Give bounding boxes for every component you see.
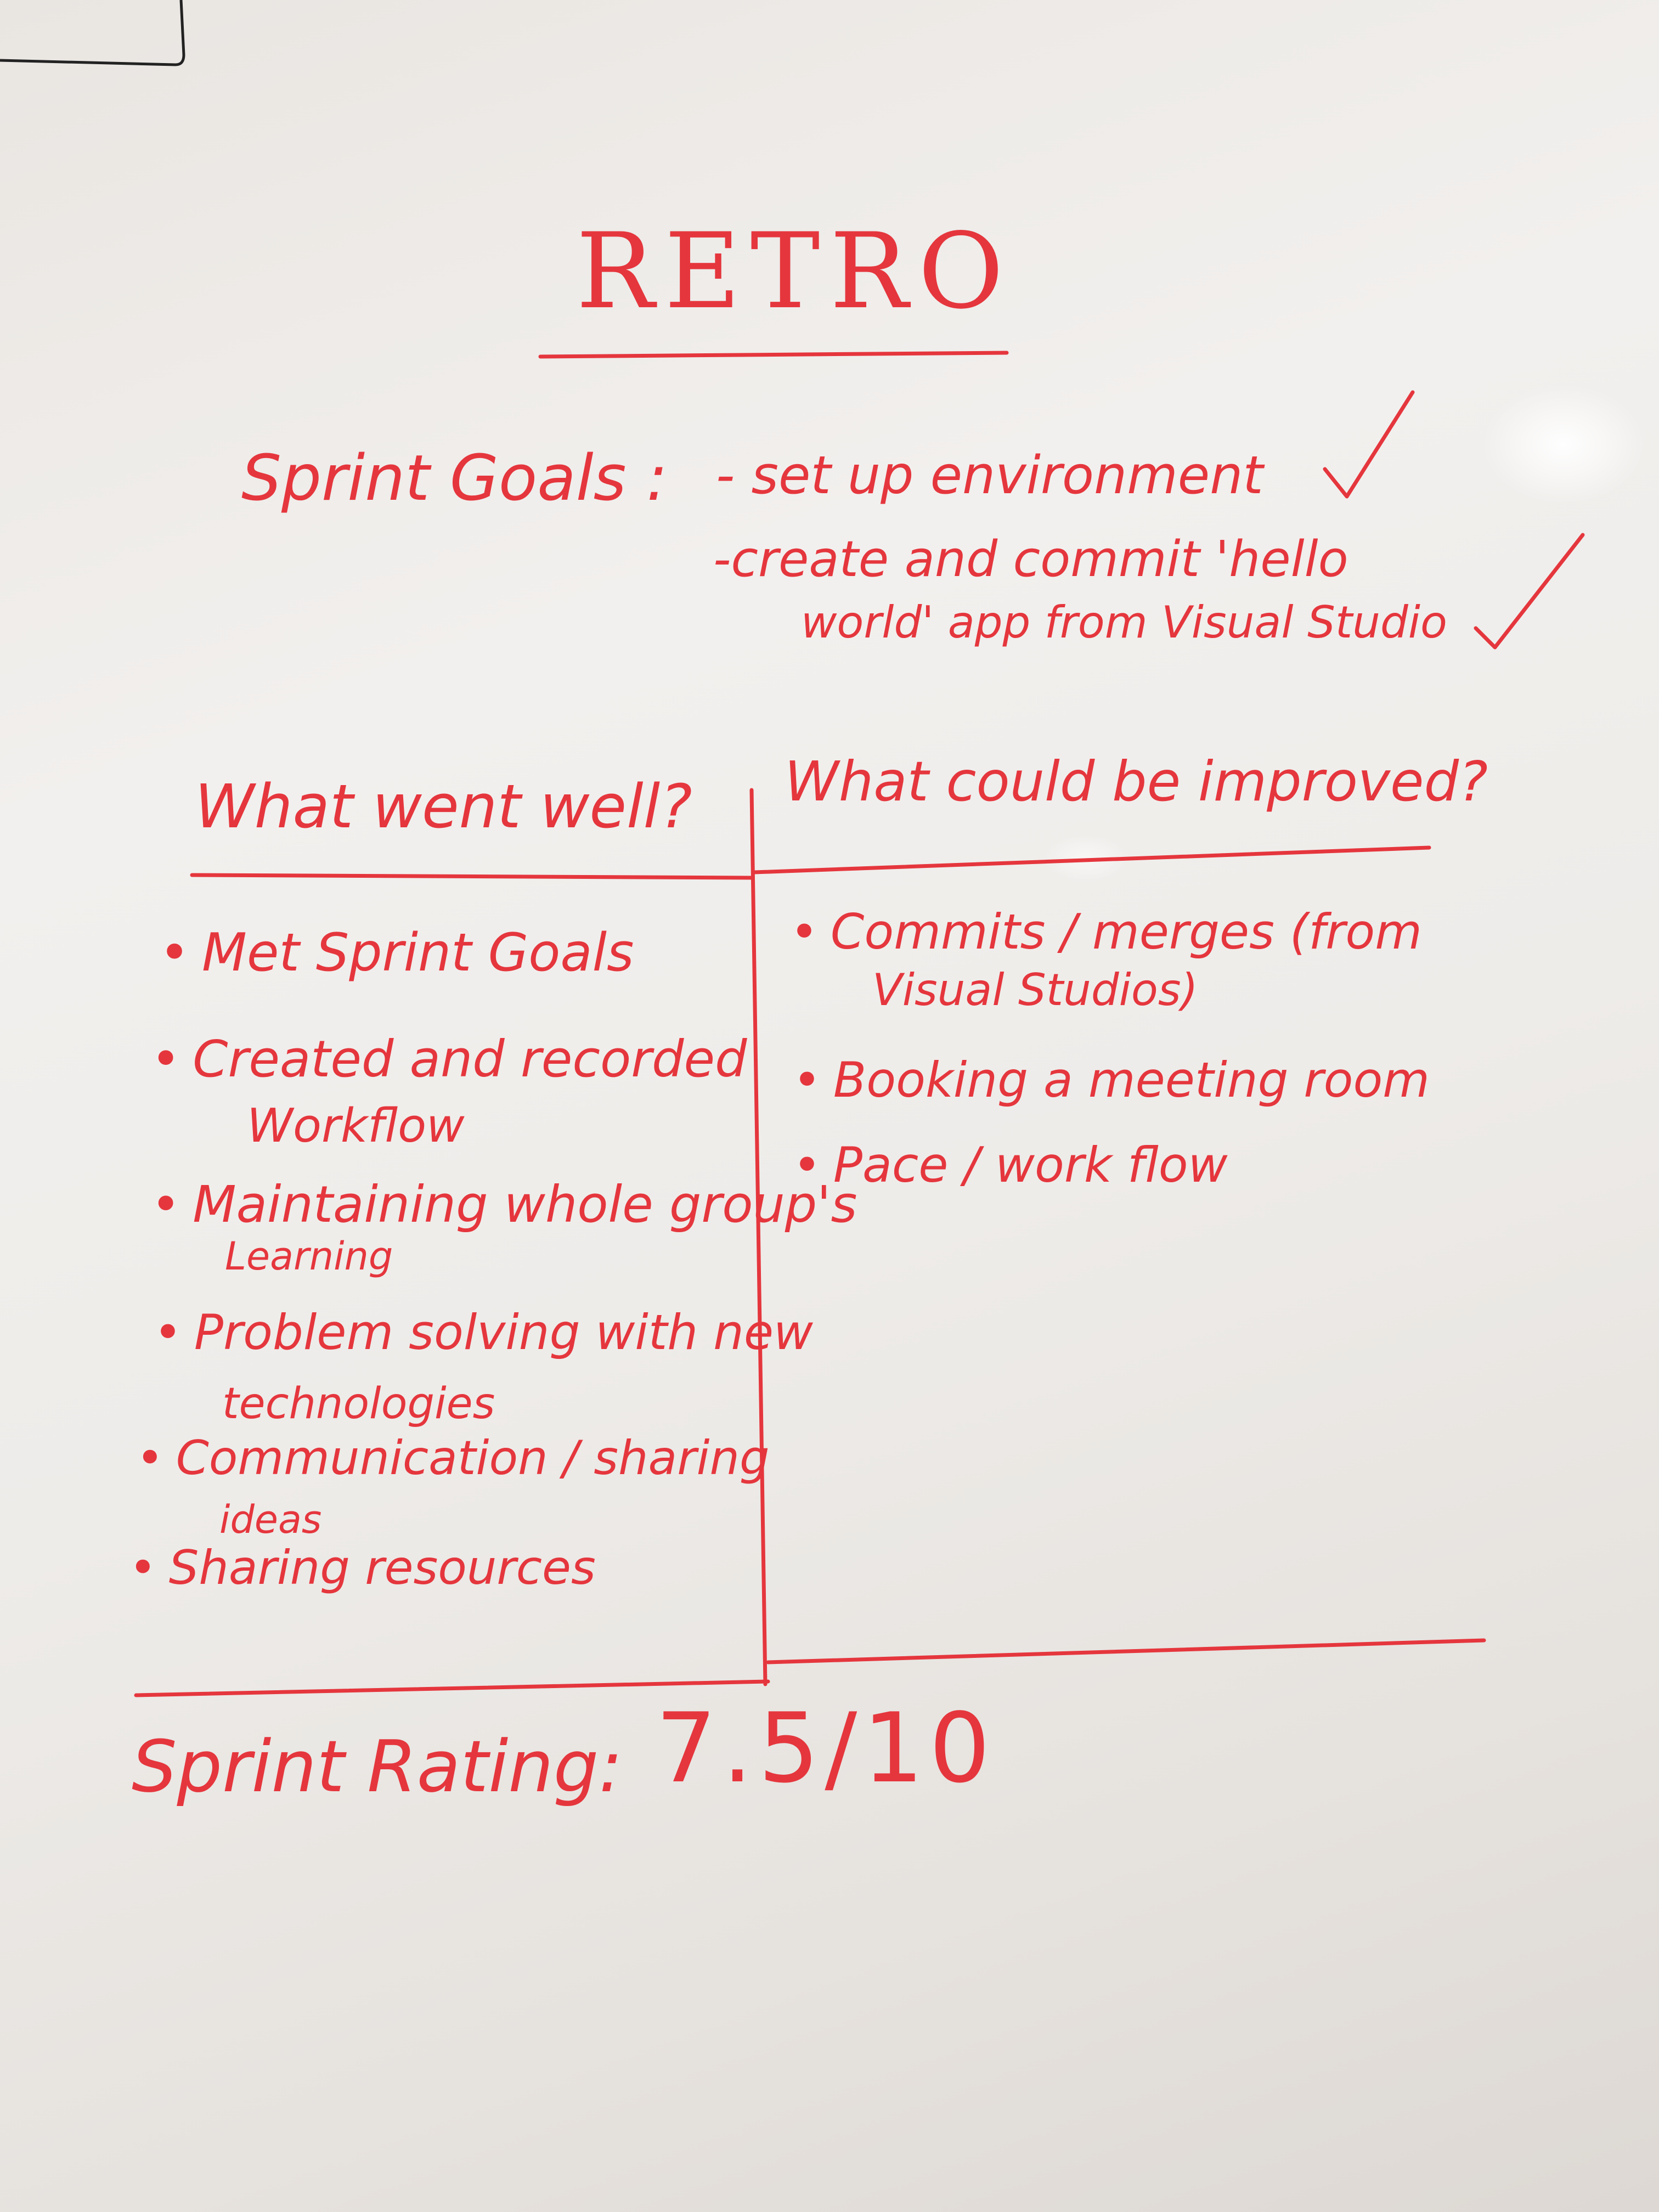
well-item: Maintaining whole group's [151, 1180, 857, 1230]
whiteboard-frame-corner [0, 0, 185, 66]
well-item: Created and recorded [151, 1034, 747, 1085]
improve-item: Booking a meeting room [793, 1056, 1430, 1104]
well-item-continuation: Workflow [247, 1099, 465, 1153]
goal-2-checkmark [1474, 533, 1585, 650]
bottom-line-right [766, 1638, 1486, 1664]
well-item-continuation: Learning [225, 1234, 393, 1279]
well-item: Met Sprint Goals [159, 927, 634, 979]
goal-1-checkmark [1323, 390, 1415, 499]
sprint-goal-item: world' app from Visual Studio [801, 597, 1447, 648]
board-title: RETRO [576, 211, 1014, 332]
sprint-goal-item: -create and commit 'hello [713, 531, 1348, 588]
improve-item: Pace / work flow [793, 1141, 1228, 1189]
well-item: Sharing resources [129, 1544, 596, 1592]
improve-item: Commits / merges (from [790, 908, 1422, 956]
well-heading-underline [190, 873, 754, 880]
title-underline [538, 351, 1009, 359]
well-item-continuation: ideas [219, 1497, 322, 1542]
bottom-line-left [134, 1679, 770, 1697]
light-glare [1481, 384, 1646, 505]
sprint-rating-label: Sprint Rating: [132, 1725, 623, 1808]
well-item: Problem solving with new [154, 1308, 813, 1357]
improve-item-continuation: Visual Studios) [872, 964, 1198, 1015]
improve-heading: What could be improved? [785, 749, 1488, 814]
column-divider [749, 788, 768, 1686]
well-item-continuation: technologies [222, 1379, 495, 1429]
well-heading: What went well? [195, 771, 692, 842]
sprint-goals-label: Sprint Goals : [241, 442, 668, 515]
improve-heading-underline [752, 845, 1431, 874]
sprint-rating-value: 7.5/10 [656, 1693, 996, 1804]
sprint-goal-item: - set up environment [716, 445, 1263, 506]
well-item: Communication / sharing [136, 1435, 770, 1482]
